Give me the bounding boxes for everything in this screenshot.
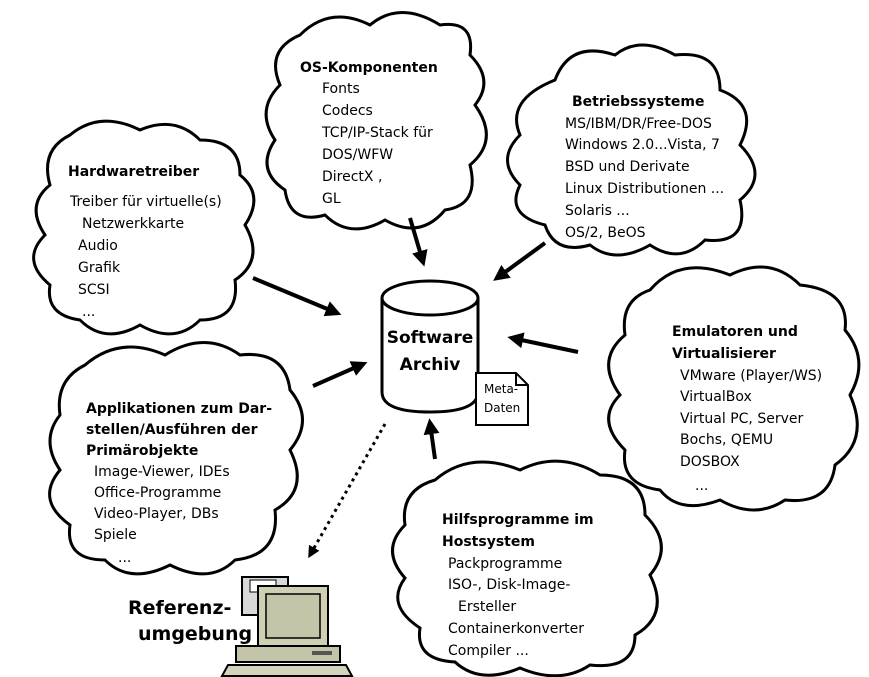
emulators-item: VirtualBox xyxy=(680,389,752,405)
hardware-drivers-item: Treiber für virtuelle(s) xyxy=(69,194,222,210)
arrow-applications xyxy=(312,361,368,388)
computer-icon xyxy=(220,576,354,677)
applications-item: Office-Programme xyxy=(94,485,221,501)
helper-programs-item: Packprogramme xyxy=(448,556,562,572)
emulators-item: Virtual PC, Server xyxy=(680,411,803,427)
arrow-reference-dotted xyxy=(308,423,387,559)
arrow-emulators xyxy=(507,332,579,354)
cloud-applications: Applikationen zum Dar- stellen/Ausführen… xyxy=(48,341,304,576)
helper-programs-title-line: Hilfsprogramme im xyxy=(442,512,594,528)
os-components-item: DOS/WFW xyxy=(322,147,393,163)
hardware-drivers-item: Audio xyxy=(78,238,118,254)
archive-title-line: Software xyxy=(387,328,474,348)
operating-systems-item: OS/2, BeOS xyxy=(565,225,646,241)
os-components-item: TCP/IP-Stack für xyxy=(321,125,433,141)
metadata-document-icon: Meta- Daten xyxy=(475,372,529,426)
applications-title-line: Primärobjekte xyxy=(86,443,198,459)
cloud-hardware-drivers: Hardwaretreiber Treiber für virtuelle(s)… xyxy=(32,119,256,336)
arrow-hardware-drivers xyxy=(252,276,342,317)
hardware-drivers-title: Hardwaretreiber xyxy=(68,164,199,180)
arrow-operating-systems xyxy=(493,241,547,281)
hardware-drivers-item: Netzwerkkarte xyxy=(82,216,184,232)
reference-environment: Referenz- umgebung xyxy=(128,576,354,677)
operating-systems-item: MS/IBM/DR/Free-DOS xyxy=(565,116,712,132)
os-components-item: Fonts xyxy=(322,81,360,97)
metadata-label-line: Daten xyxy=(484,401,520,415)
hardware-drivers-item: SCSI xyxy=(78,282,110,298)
cloud-emulators: Emulatoren und Virtualisierer VMware (Pl… xyxy=(607,265,861,512)
os-components-item: GL xyxy=(322,191,341,207)
operating-systems-title: Betriebssysteme xyxy=(572,94,704,110)
applications-item: Spiele xyxy=(94,527,137,543)
emulators-item: VMware (Player/WS) xyxy=(680,368,822,384)
emulators-title-line: Emulatoren und xyxy=(672,324,798,340)
cloud-os-components: OS-Komponenten Fonts Codecs TCP/IP-Stack… xyxy=(264,11,488,231)
cloud-operating-systems: Betriebssysteme MS/IBM/DR/Free-DOS Windo… xyxy=(506,43,757,257)
helper-programs-title-line: Hostsystem xyxy=(442,534,535,550)
hardware-drivers-item: ... xyxy=(82,304,95,320)
applications-item: Video-Player, DBs xyxy=(94,506,219,522)
archive-cylinder-icon: Software Archiv xyxy=(380,279,480,414)
os-components-item: Codecs xyxy=(322,103,373,119)
emulators-title-line: Virtualisierer xyxy=(672,346,776,362)
helper-programs-item: Ersteller xyxy=(458,599,516,615)
os-components-item: DirectX , xyxy=(322,169,382,185)
operating-systems-item: Solaris ... xyxy=(565,203,630,219)
metadata-label-line: Meta- xyxy=(484,382,518,396)
os-components-title: OS-Komponenten xyxy=(300,60,438,76)
operating-systems-item: Linux Distributionen ... xyxy=(565,181,724,197)
emulators-item: ... xyxy=(695,478,708,494)
helper-programs-item: Containerkonverter xyxy=(448,621,584,637)
cloud-helper-programs: Hilfsprogramme im Hostsystem Packprogram… xyxy=(391,459,663,677)
applications-title-line: Applikationen zum Dar- xyxy=(86,401,272,417)
helper-programs-item: Compiler ... xyxy=(448,643,529,659)
emulators-item: DOSBOX xyxy=(680,454,740,470)
arrows xyxy=(252,217,579,559)
applications-title-line: stellen/Ausführen der xyxy=(86,422,258,438)
applications-item: Image-Viewer, IDEs xyxy=(94,464,230,480)
applications-item: ... xyxy=(118,550,131,566)
emulators-item: Bochs, QEMU xyxy=(680,432,773,448)
hardware-drivers-item: Grafik xyxy=(78,260,121,276)
arrow-os-components xyxy=(408,217,428,267)
operating-systems-item: Windows 2.0...Vista, 7 xyxy=(565,137,720,153)
reference-label-line: Referenz- xyxy=(128,597,231,619)
arrow-helper-programs xyxy=(423,418,440,460)
archive-title-line: Archiv xyxy=(400,355,461,375)
reference-label-line: umgebung xyxy=(138,623,252,645)
helper-programs-item: ISO-, Disk-Image- xyxy=(448,577,570,593)
operating-systems-item: BSD und Derivate xyxy=(565,159,690,175)
